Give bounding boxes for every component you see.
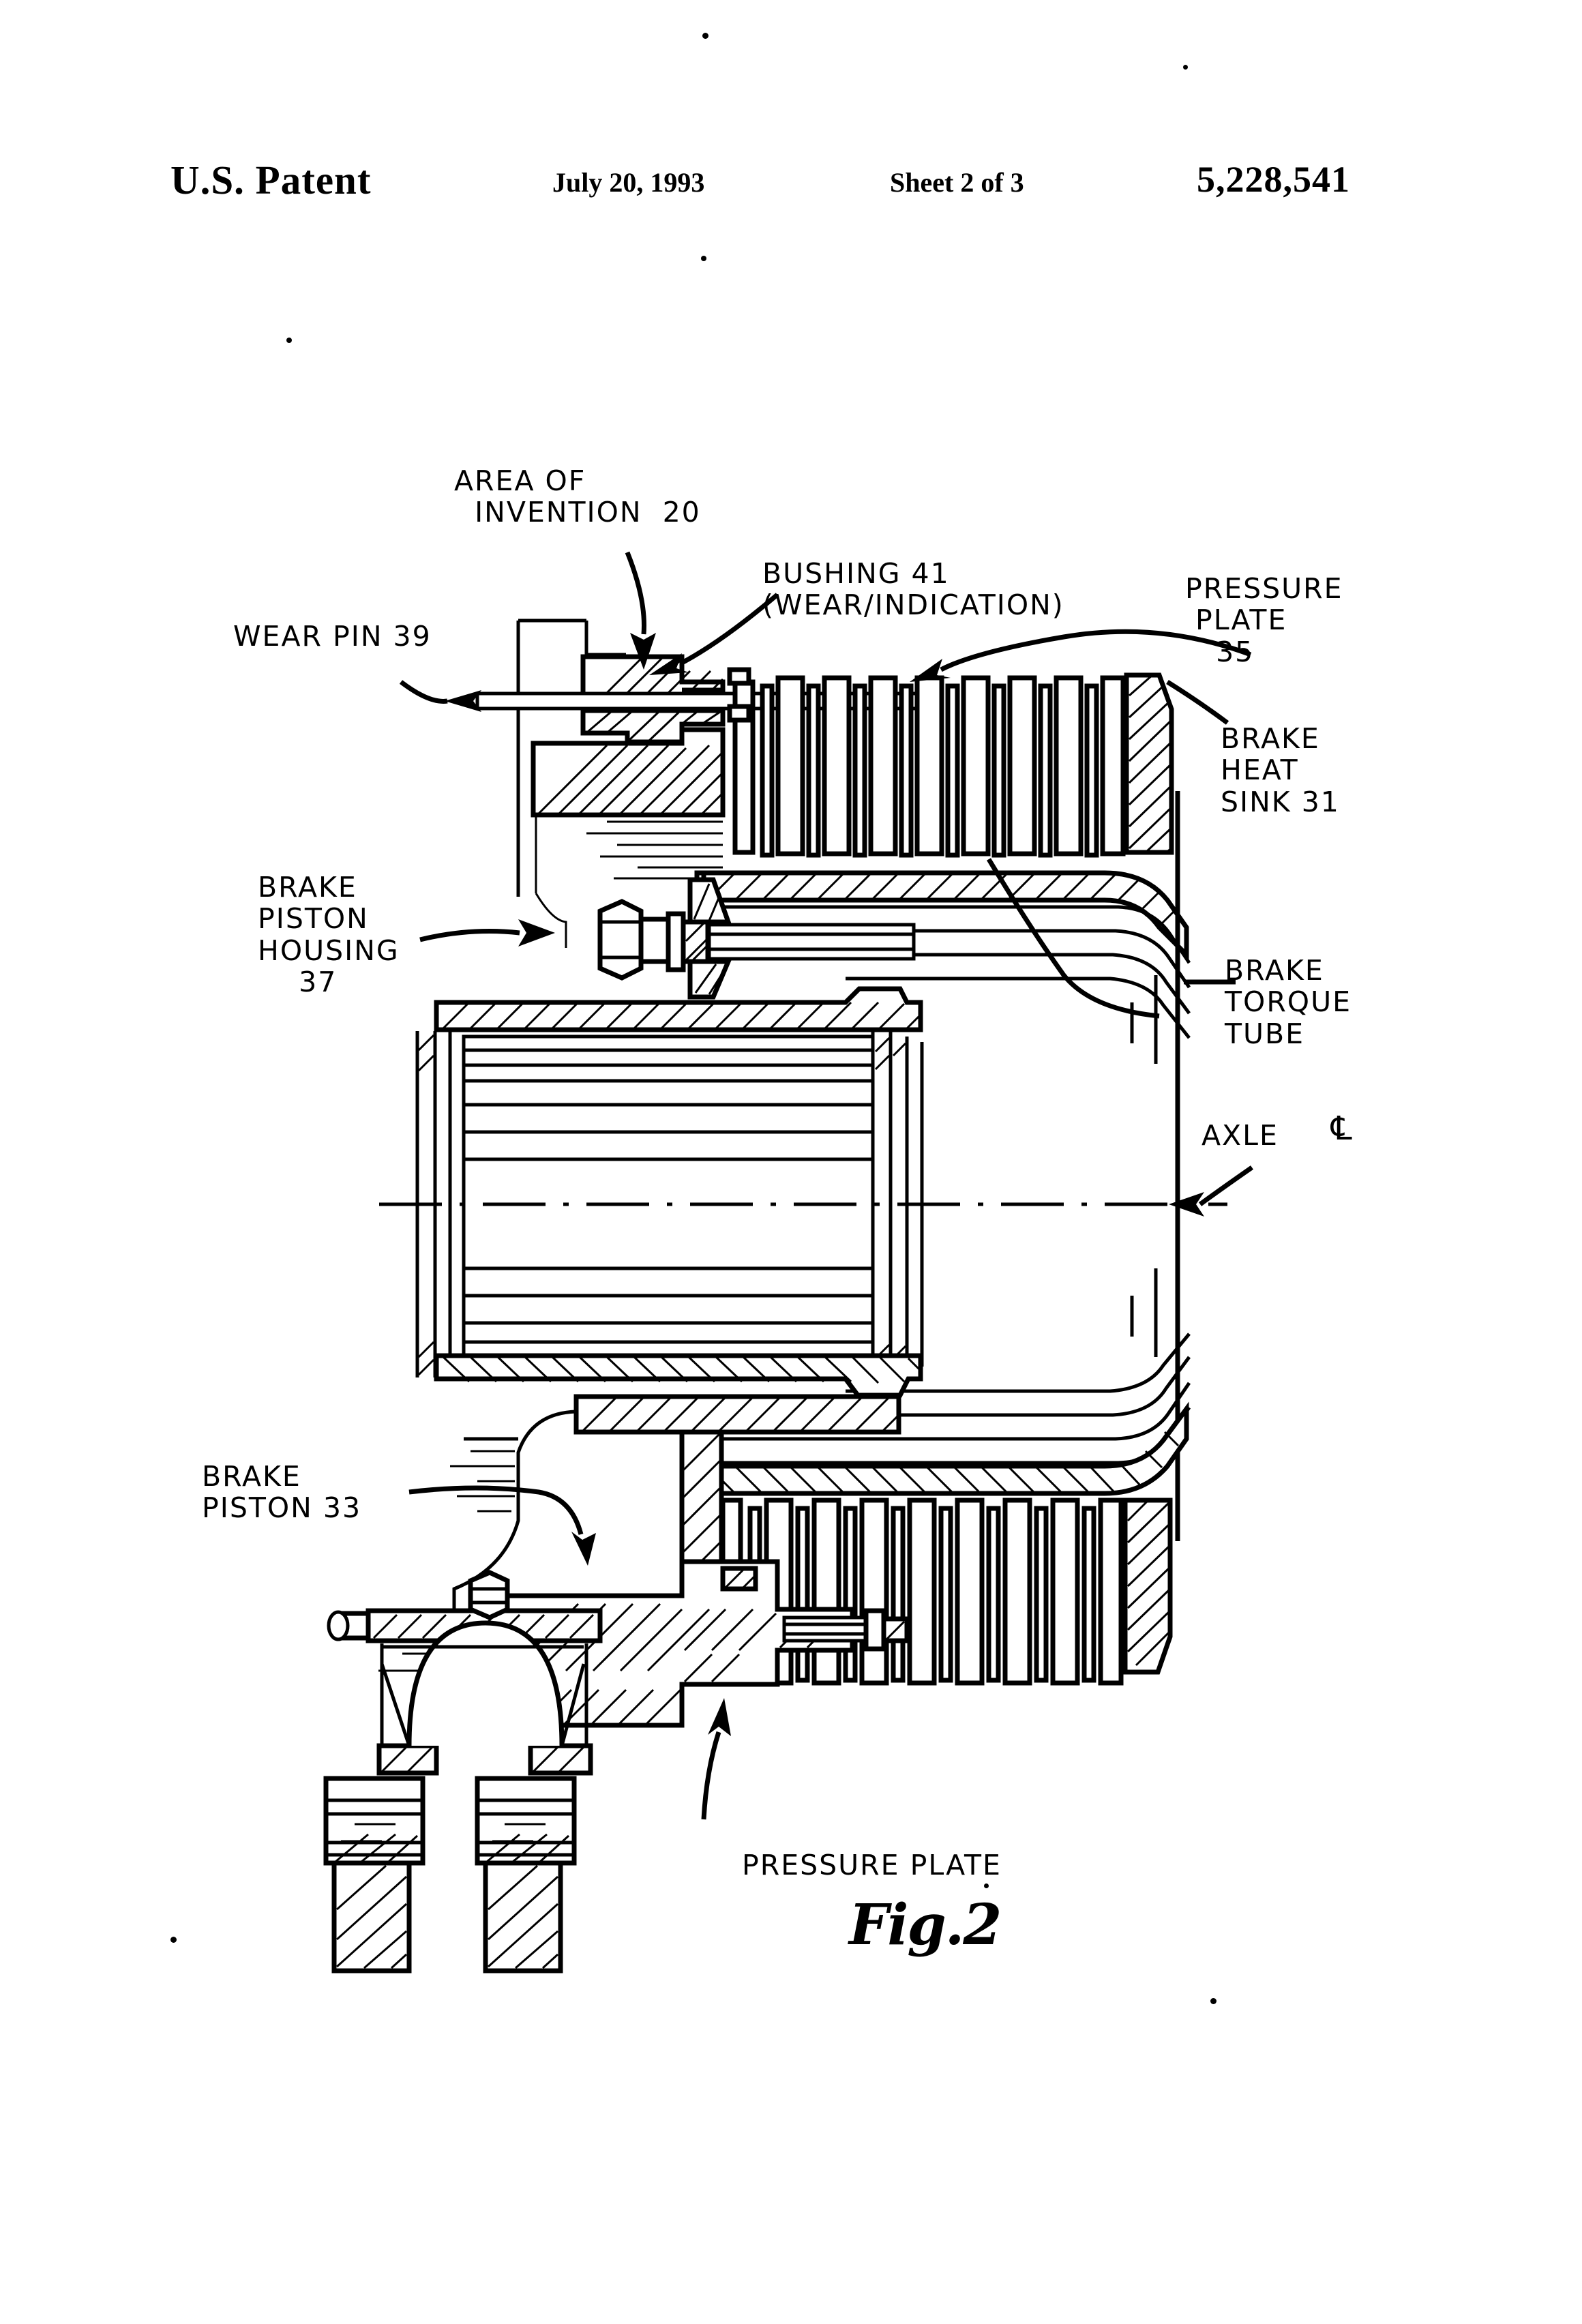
lower-heat-sink-stack	[720, 1498, 1173, 1686]
lower-bolt-nut	[720, 1566, 910, 1652]
scan-speck	[984, 1883, 989, 1888]
callout-brake-torque-tube: BRAKE TORQUE TUBE	[1225, 954, 1352, 1050]
scan-speck	[701, 256, 706, 261]
callout-pressure-plate-35: PRESSURE PLATE 35	[1185, 572, 1343, 668]
patent-date: July 20, 1993	[552, 167, 705, 198]
centerline-symbol-icon: ℄	[1331, 1109, 1354, 1148]
scan-speck	[170, 1937, 177, 1943]
lower-housing-shoulder	[378, 1394, 901, 1672]
callout-area-of-invention: AREA OF INVENTION 20	[454, 464, 701, 529]
upper-heat-sink-stack	[727, 667, 1174, 858]
callout-brake-heat-sink-31: BRAKE HEAT SINK 31	[1221, 722, 1340, 818]
patent-number: 5,228,541	[1197, 159, 1350, 200]
scan-speck	[1183, 65, 1188, 70]
patent-header: U.S. Patent July 20, 1993 Sheet 2 of 3 5…	[0, 157, 1582, 211]
figure-caption: Fig.2	[849, 1892, 1002, 1958]
piston-cylinder-left	[323, 1776, 426, 1973]
scan-speck	[286, 338, 292, 343]
callout-brake-piston-housing-37: BRAKE PISTON HOUSING 37	[258, 871, 400, 998]
patent-office-title: U.S. Patent	[170, 158, 372, 203]
sheet-number: Sheet 2 of 3	[890, 167, 1024, 198]
brake-piston-assembly	[323, 1559, 855, 1973]
callout-axle-centerline: AXLE	[1202, 1119, 1279, 1152]
callout-pressure-plate-bottom: PRESSURE PLATE	[742, 1849, 1002, 1881]
callout-brake-piston-33: BRAKE PISTON 33	[202, 1460, 362, 1525]
leader-lines	[399, 551, 1253, 1820]
callout-wear-pin-39: WEAR PIN 39	[233, 620, 432, 653]
callout-bushing-41: BUSHING 41 (WEAR/INDICATION)	[762, 557, 1064, 622]
upper-bolt-nut	[597, 877, 916, 1000]
scan-speck	[1210, 1998, 1217, 2004]
piston-cylinder-right	[475, 1776, 577, 1973]
scan-speck	[702, 33, 708, 39]
